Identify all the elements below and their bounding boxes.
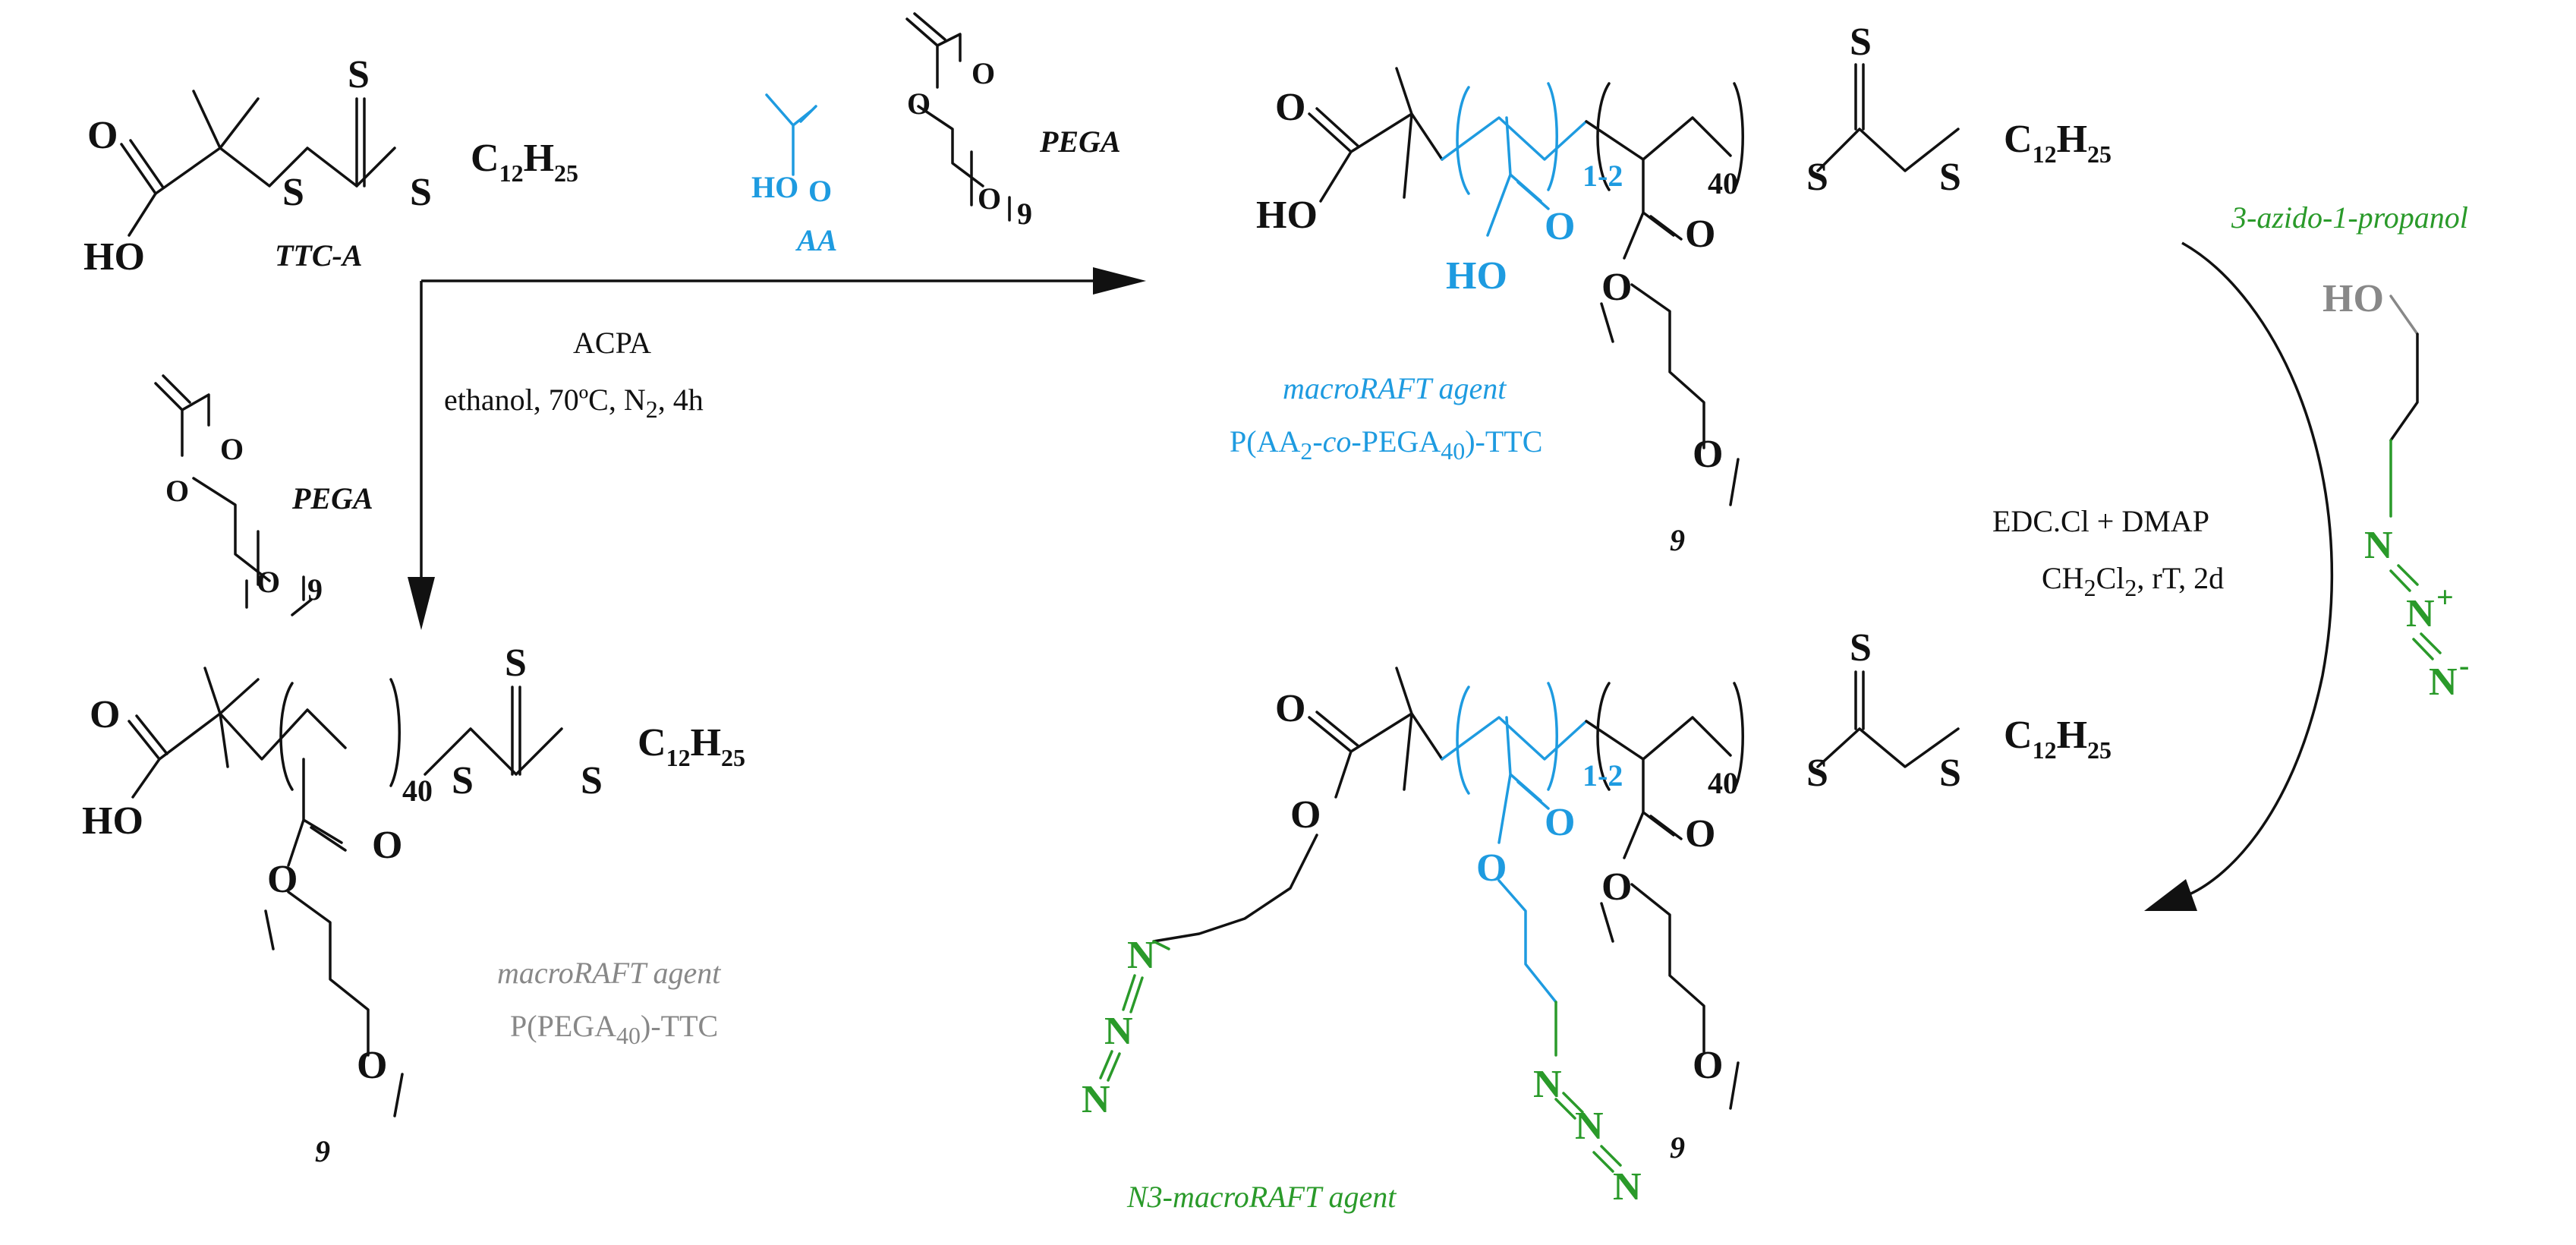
atom-o: O [1290,793,1321,837]
atom-o: O [907,87,931,121]
arrow-head-curved [2144,879,2197,911]
atom-o: O [1685,812,1715,856]
atom-s: S [348,53,370,96]
peg-agent-formula: P(PEGA40)-TTC [510,1009,718,1049]
atom-n: N [1104,1010,1133,1053]
atom-ho: HO [1446,254,1507,298]
arrow-head-right [1093,267,1146,295]
dp-1-2: 1-2 [1582,758,1623,793]
atom-s: S [452,759,474,802]
coupling-reagents: EDC.Cl + DMAP [1992,504,2209,538]
atom-s: S [1850,626,1872,670]
dp-40: 40 [1708,766,1738,800]
pega-monomer-top: O O O 9 PEGA [905,12,1121,231]
charge-minus: - [2459,648,2469,682]
repeat-count: 9 [307,572,323,607]
polymerization-arrows [408,267,1146,630]
atom-n: N [2429,660,2458,704]
dp-1-2: 1-2 [1582,159,1623,193]
aa-peg-macroraft-structure: O HO 1-2 O HO 40 O O O S S S C12H25 9 ma… [1230,20,2112,557]
atom-n: N [1613,1165,1642,1209]
atom-n: N [1127,934,1156,977]
atom-s: S [1850,20,1872,64]
aa-monomer: HO O AA [751,93,837,257]
atom-o: O [1545,205,1575,248]
conditions-label: ethanol, 70ºC, N2, 4h [444,383,704,423]
atom-ho: HO [751,170,798,204]
atom-o: O [357,1044,387,1087]
aa-agent-name: macroRAFT agent [1283,371,1507,405]
atom-n: N [1082,1078,1110,1121]
atom-o: O [267,858,298,901]
atom-o: O [372,824,402,867]
atom-n: N [2406,592,2435,635]
arrow-head-down [408,577,435,630]
coupling-step: EDC.Cl + DMAP CH2Cl2, rT, 2d 3-azido-1-p… [1992,200,2469,911]
n3-macroraft-structure: O O N N N 1-2 O O N N N 40 O O O S S S C… [1082,626,2112,1214]
repeat-count: 9 [315,1134,330,1168]
ttca-structure: O HO S S S C12H25 TTC-A [83,53,578,279]
atom-o: O [87,114,118,157]
atom-o: O [1693,1044,1723,1087]
atom-n: N [2364,524,2393,567]
atom-s: S [1806,752,1828,795]
atom-s: S [282,171,304,214]
atom-o: O [1545,801,1575,844]
atom-o: O [1685,213,1715,256]
peg-macroraft-structure: O HO O O O 40 S S S C12H25 9 macroRAFT a… [82,641,745,1168]
atom-ho: HO [82,799,143,843]
repeat-count: 9 [1670,523,1685,557]
atom-o: O [1601,865,1632,909]
dp-40: 40 [402,774,433,808]
coupling-conditions: CH2Cl2, rT, 2d [2042,561,2224,601]
atom-o: O [808,174,832,208]
atom-o: O [257,565,280,599]
atom-o: O [1476,846,1507,890]
aa-label: AA [795,223,837,257]
atom-ho: HO [83,235,145,279]
pega-monomer-left: O O O 9 PEGA [154,374,373,616]
pega-label: PEGA [1039,124,1121,159]
atom-o: O [1693,433,1723,476]
atom-s: S [1806,156,1828,199]
peg-agent-name: macroRAFT agent [497,956,721,990]
dp-40: 40 [1708,166,1738,200]
atom-o: O [1275,86,1305,129]
charge-plus: + [2436,580,2454,614]
dodecyl-group: C12H25 [638,721,745,771]
atom-o: O [165,474,189,508]
dodecyl-group: C12H25 [2004,118,2112,168]
atom-o: O [1275,687,1305,730]
atom-s: S [1939,752,1961,795]
aa-agent-formula: P(AA2-co-PEGA40)-TTC [1230,424,1542,465]
atom-o: O [220,432,244,466]
atom-o: O [972,56,995,90]
atom-s: S [581,759,603,802]
atom-n: N [1575,1105,1604,1148]
atom-o: O [1601,266,1632,309]
atom-s: S [1939,156,1961,199]
dodecyl-group: C12H25 [2004,714,2112,764]
azido-propanol-label: 3-azido-1-propanol [2231,200,2468,235]
dodecyl-group: C12H25 [471,137,578,187]
atom-o: O [978,181,1001,216]
atom-ho: HO [2322,277,2384,320]
atom-ho: HO [1256,194,1318,237]
repeat-count: 9 [1017,197,1032,231]
n3-agent-name: N3-macroRAFT agent [1126,1180,1397,1214]
initiator-label: ACPA [573,326,651,360]
ttca-label: TTC-A [275,238,363,273]
atom-s: S [505,641,527,685]
atom-o: O [90,693,120,736]
repeat-count: 9 [1670,1130,1685,1165]
atom-s: S [410,171,432,214]
pega-label: PEGA [291,481,373,515]
